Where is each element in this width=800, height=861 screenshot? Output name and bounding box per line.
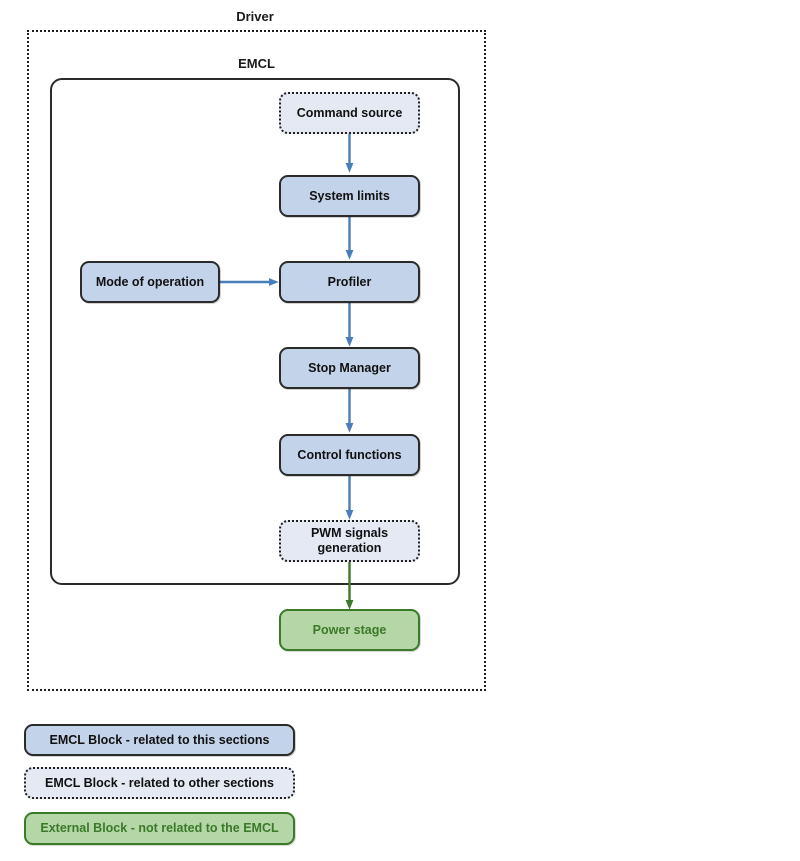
- emcl-title: EMCL: [238, 56, 275, 71]
- node-control-functions[interactable]: Control functions: [279, 434, 420, 476]
- emcl-container: [50, 78, 460, 585]
- node-pwm-generation-line1: PWM signals: [310, 526, 389, 540]
- legend-item-emcl-this[interactable]: EMCL Block - related to this sections: [24, 724, 295, 756]
- node-profiler[interactable]: Profiler: [279, 261, 420, 303]
- node-command-source[interactable]: Command source: [279, 92, 420, 134]
- legend-item-external[interactable]: External Block - not related to the EMCL: [24, 812, 295, 845]
- node-power-stage[interactable]: Power stage: [279, 609, 420, 651]
- node-pwm-generation[interactable]: PWM signals generation: [279, 520, 420, 562]
- driver-title: Driver: [236, 9, 274, 24]
- node-system-limits[interactable]: System limits: [279, 175, 420, 217]
- node-stop-manager[interactable]: Stop Manager: [279, 347, 420, 389]
- legend-item-emcl-other[interactable]: EMCL Block - related to other sections: [24, 767, 295, 799]
- node-pwm-generation-line2: generation: [317, 541, 382, 555]
- node-mode-of-operation[interactable]: Mode of operation: [80, 261, 220, 303]
- driver-container: [27, 30, 486, 691]
